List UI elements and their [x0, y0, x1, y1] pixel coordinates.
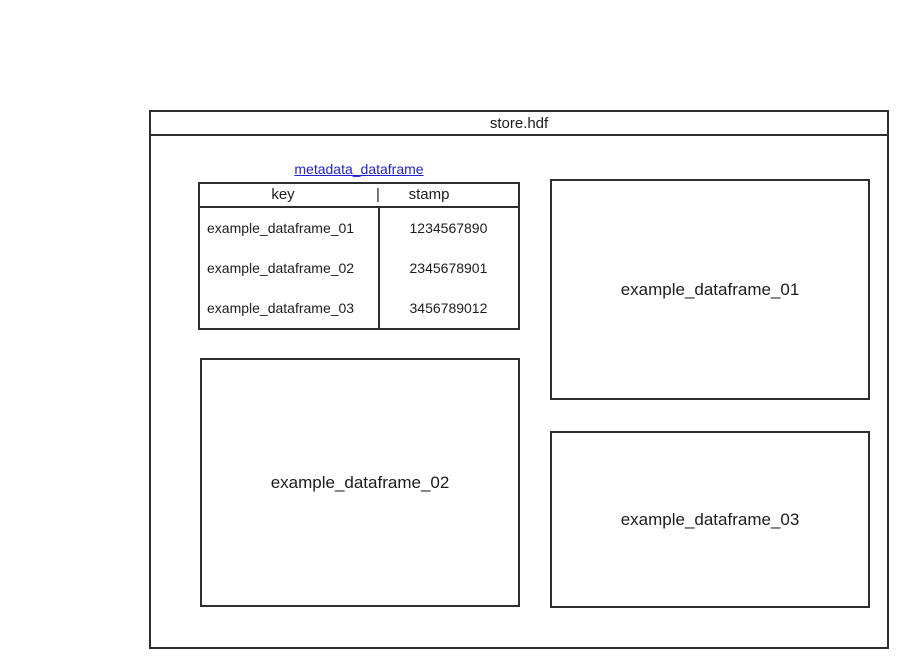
dataframe-box-label: example_dataframe_01 — [620, 279, 800, 299]
dataframe-box-example-dataframe-02: example_dataframe_02 — [200, 358, 520, 607]
store-title-bar: store.hdf — [151, 112, 887, 136]
row-stamp: 3456789012 — [409, 300, 488, 316]
table-row: example_dataframe_03 3456789012 — [200, 288, 518, 328]
column-header-stamp: stamp — [408, 186, 450, 203]
metadata-table-header: key | stamp — [200, 184, 518, 208]
dataframe-box-label: example_dataframe_02 — [270, 472, 450, 492]
dataframe-box-label: example_dataframe_03 — [620, 509, 800, 529]
metadata-table: key | stamp example_dataframe_01 1234567… — [198, 182, 520, 330]
row-key: example_dataframe_03 — [207, 300, 355, 316]
dataframe-box-example-dataframe-03: example_dataframe_03 — [550, 431, 870, 608]
dataframe-box-example-dataframe-01: example_dataframe_01 — [550, 179, 870, 400]
store-title: store.hdf — [489, 114, 549, 132]
column-header-key: key — [271, 186, 295, 203]
table-row: example_dataframe_02 2345678901 — [200, 248, 518, 288]
column-header-separator: | — [376, 186, 380, 203]
metadata-table-body: example_dataframe_01 1234567890 example_… — [200, 208, 518, 328]
column-divider — [378, 208, 380, 328]
table-row: example_dataframe_01 1234567890 — [200, 208, 518, 248]
row-stamp: 1234567890 — [409, 220, 488, 236]
metadata-dataframe-link[interactable]: metadata_dataframe — [294, 161, 424, 177]
row-key: example_dataframe_01 — [207, 220, 355, 236]
row-stamp: 2345678901 — [409, 260, 488, 276]
row-key: example_dataframe_02 — [207, 260, 355, 276]
